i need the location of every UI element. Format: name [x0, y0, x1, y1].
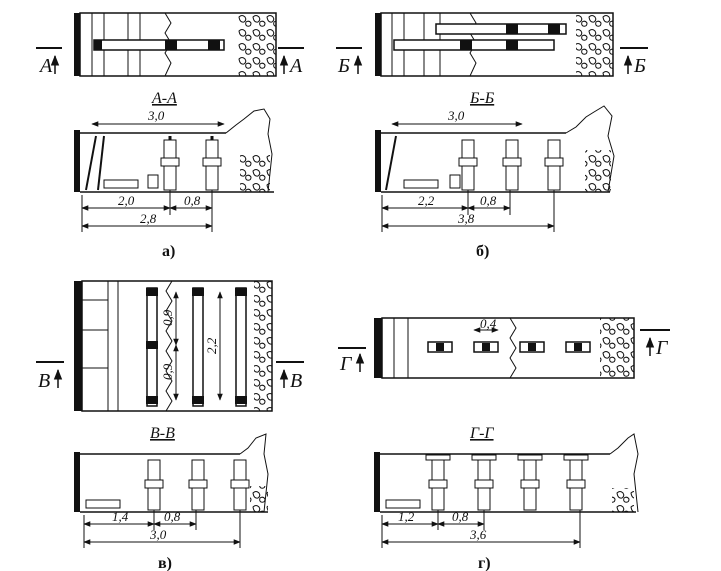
section-marker-right-b: Б	[620, 47, 648, 77]
plan-view-a	[74, 12, 277, 77]
panel-caption: в)	[158, 555, 172, 571]
section-marker-right-g: Г	[640, 329, 670, 359]
dimension-label: 0,8	[452, 509, 469, 524]
section-view-g	[374, 433, 639, 513]
plan-view-v: 0,9 0,9 2,2	[74, 280, 273, 412]
section-marker-right-v: В	[276, 361, 304, 392]
marker-letter: А	[288, 55, 303, 77]
section-label: Б-Б	[469, 90, 495, 107]
marker-letter: Б	[633, 55, 646, 77]
marker-letter: Г	[655, 337, 669, 359]
dimension-label: 0,4	[480, 316, 497, 331]
section-label: В-В	[150, 425, 175, 442]
dimension-label: 3,8	[457, 211, 475, 226]
dimension-lines-b: 3,0 2,2 0,8 3,8	[381, 108, 555, 232]
dimension-label: 0,9	[160, 363, 175, 380]
dimension-label: 0,9	[160, 309, 175, 326]
section-marker-left-v: В	[36, 361, 64, 392]
section-label: Г-Г	[469, 425, 494, 442]
section-marker-left-g: Г	[338, 347, 366, 375]
plan-view-b	[375, 12, 614, 77]
marker-letter: Г	[339, 353, 353, 375]
dimension-label: 2,0	[118, 193, 135, 208]
dimension-label: 2,2	[204, 337, 219, 354]
panel-b: Б Б Б-Б 3,0	[336, 12, 648, 260]
panel-caption: г)	[478, 555, 491, 571]
panel-a: А А А-А 3,0	[36, 12, 304, 260]
section-marker-left-b: Б	[336, 47, 363, 77]
dimension-label: 0,8	[184, 193, 201, 208]
dimension-label: 2,2	[418, 193, 435, 208]
section-view-b	[375, 105, 615, 193]
marker-letter: В	[290, 370, 302, 392]
marker-letter: А	[38, 55, 53, 77]
panel-g: 0,4 Г Г Г-Г	[338, 316, 670, 571]
dimension-label: 0,8	[164, 509, 181, 524]
dimension-label: 0,8	[480, 193, 497, 208]
section-marker-right-a: А	[278, 47, 304, 77]
marker-letter: В	[38, 370, 50, 392]
dimension-label: 2,8	[140, 211, 157, 226]
section-view-v	[74, 433, 269, 513]
dimension-label: 1,2	[398, 509, 415, 524]
dimension-label: 3,0	[149, 527, 167, 542]
section-view-a	[74, 108, 274, 193]
dimension-label: 3,6	[469, 527, 487, 542]
dimension-label: 3,0	[147, 108, 165, 123]
panel-caption: а)	[162, 243, 175, 260]
plan-view-g: 0,4	[374, 316, 635, 379]
section-marker-left-a: А	[36, 47, 62, 77]
dimension-lines-g: 1,2 0,8 3,6	[381, 509, 581, 548]
section-label: А-А	[151, 90, 177, 107]
dimension-label: 3,0	[447, 108, 465, 123]
dimension-lines-a: 3,0 2,0 0,8 2,8	[81, 108, 225, 232]
dimension-label: 1,4	[112, 509, 129, 524]
panel-caption: б)	[476, 243, 489, 260]
dimension-lines-v: 1,4 0,8 3,0	[83, 509, 241, 548]
marker-letter: Б	[337, 55, 350, 77]
panel-v: 0,9 0,9 2,2 В В В-В	[36, 280, 304, 571]
